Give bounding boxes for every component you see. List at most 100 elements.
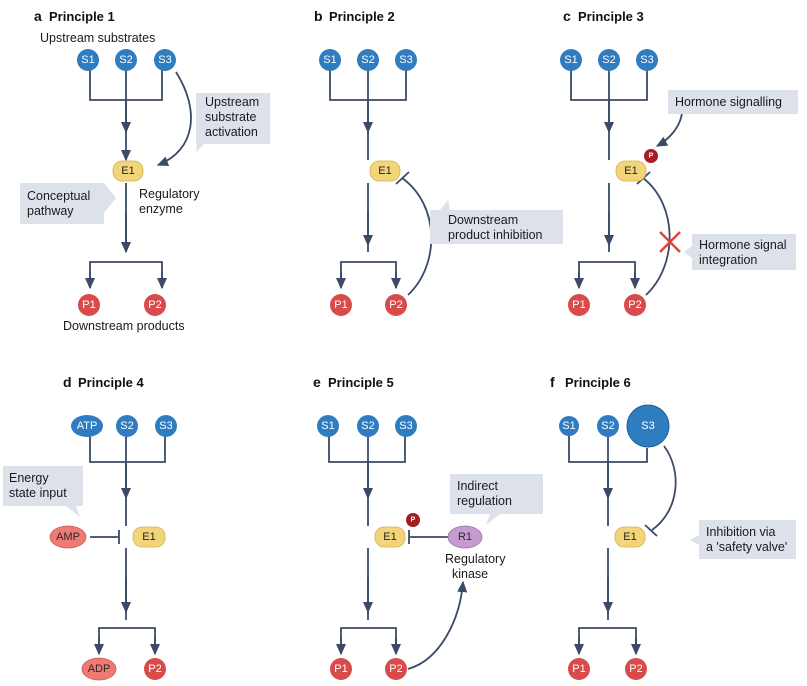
- merge-line: [89, 436, 166, 463]
- substrate-s2: S2: [357, 49, 379, 71]
- panel-e-title: Principle 5: [328, 375, 394, 390]
- product-label: P2: [628, 299, 641, 311]
- product-node: [330, 658, 352, 680]
- product-p2: P2: [624, 294, 646, 316]
- product-node: [78, 294, 100, 316]
- substrate-label: S1: [321, 420, 334, 432]
- product-label: P2: [389, 299, 402, 311]
- panel-f: f Principle 6 S1 S2 S3 E1 P1: [550, 374, 796, 680]
- substrate-label: S3: [399, 54, 412, 66]
- kinase-label: R1: [458, 531, 472, 543]
- enzyme-e1: E1: [374, 526, 406, 548]
- substrate-node: [626, 404, 670, 448]
- kinase-r1: R1: [447, 525, 483, 549]
- substrate-label: S2: [120, 420, 133, 432]
- substrate-node: [395, 415, 417, 437]
- enzyme-label: E1: [624, 165, 637, 177]
- amp-shape: [49, 525, 87, 549]
- substrate-s3: S3: [154, 49, 176, 71]
- product-label: P2: [629, 663, 642, 675]
- hormone-arrow: [655, 112, 683, 147]
- activation-arrow: [156, 71, 192, 166]
- callout-energy-state: Energy state input: [3, 466, 83, 517]
- panel-f-title: Principle 6: [565, 375, 631, 390]
- safety-valve-bar: [644, 524, 658, 537]
- callout-box: [450, 474, 543, 525]
- split-line: [578, 627, 637, 652]
- substrate-node: [597, 415, 619, 437]
- substrate-label: S3: [399, 420, 412, 432]
- substrate-s3: S3: [395, 415, 417, 437]
- substrate-s2: S2: [357, 415, 379, 437]
- substrate-node: [71, 415, 103, 437]
- substrate-label: S1: [81, 54, 94, 66]
- phospho-badge: P: [406, 513, 420, 527]
- regulatory-enzyme-label-2: enzyme: [139, 202, 183, 216]
- enzyme-e1: E1: [614, 526, 646, 548]
- callout-box: [196, 93, 270, 152]
- enzyme-node: [112, 160, 144, 182]
- substrate-s2: S2: [598, 49, 620, 71]
- callout-line: Downstream: [448, 213, 518, 227]
- callout-line: substrate: [205, 110, 256, 124]
- callout-line: Energy: [9, 471, 49, 485]
- phospho-label: P: [411, 517, 416, 524]
- enzyme-e1: E1: [615, 160, 647, 182]
- enzyme-e1: E1: [112, 160, 144, 182]
- product-p1: P1: [330, 658, 352, 680]
- enzyme-e1: E1: [369, 160, 401, 182]
- substrate-node: [636, 49, 658, 71]
- product-p2: P2: [144, 658, 166, 680]
- substrate-label: S2: [361, 54, 374, 66]
- enzyme-label: E1: [378, 165, 391, 177]
- product-p2: P2: [385, 294, 407, 316]
- product-label: ADP: [88, 663, 111, 675]
- product-adp: ADP: [81, 657, 117, 681]
- substrate-s1: S1: [77, 49, 99, 71]
- callout-line: Conceptual: [27, 189, 90, 203]
- enzyme-node: [615, 160, 647, 182]
- callout-conceptual-pathway: Conceptual pathway: [20, 183, 116, 224]
- product-node: [624, 294, 646, 316]
- product-node: [385, 294, 407, 316]
- enzyme-label: E1: [383, 531, 396, 543]
- product-label: P2: [389, 663, 402, 675]
- product-node: [330, 294, 352, 316]
- enzyme-node: [614, 526, 646, 548]
- product-node: [625, 658, 647, 680]
- product-node: [144, 658, 166, 680]
- substrate-s1: S1: [319, 49, 341, 71]
- callout-line: Inhibition via: [706, 525, 776, 539]
- substrate-node: [598, 49, 620, 71]
- callout-line: activation: [205, 125, 258, 139]
- substrate-node: [77, 49, 99, 71]
- callout-line: integration: [699, 253, 757, 267]
- panel-e-letter: e: [313, 374, 321, 390]
- callout-line: a 'safety valve': [706, 540, 787, 554]
- callout-hormone-integration: Hormone signal integration: [684, 234, 796, 270]
- product-label: P2: [148, 663, 161, 675]
- substrate-node: [395, 49, 417, 71]
- substrate-s3: S3: [395, 49, 417, 71]
- regulatory-enzyme-label-1: Regulatory: [139, 187, 200, 201]
- substrate-node: [357, 49, 379, 71]
- substrate-s3: S3: [636, 49, 658, 71]
- panel-c: c Principle 3 S1 S2 S3 E1 P: [560, 8, 798, 316]
- substrate-node: [116, 415, 138, 437]
- enzyme-label: E1: [121, 165, 134, 177]
- callout-line: product inhibition: [448, 228, 543, 242]
- substrate-node: [154, 49, 176, 71]
- phospho-badge: P: [644, 149, 658, 163]
- callout-box: [684, 234, 796, 270]
- substrate-s1: S1: [560, 49, 582, 71]
- substrate-label: S3: [640, 54, 653, 66]
- phospho-label: P: [649, 153, 654, 160]
- product-p2: P2: [625, 658, 647, 680]
- panel-a-letter: a: [34, 8, 42, 24]
- substrate-label: S1: [564, 54, 577, 66]
- phospho-node: [644, 149, 658, 163]
- product-label: P1: [334, 299, 347, 311]
- panel-d-letter: d: [63, 374, 72, 390]
- split-line: [98, 627, 156, 652]
